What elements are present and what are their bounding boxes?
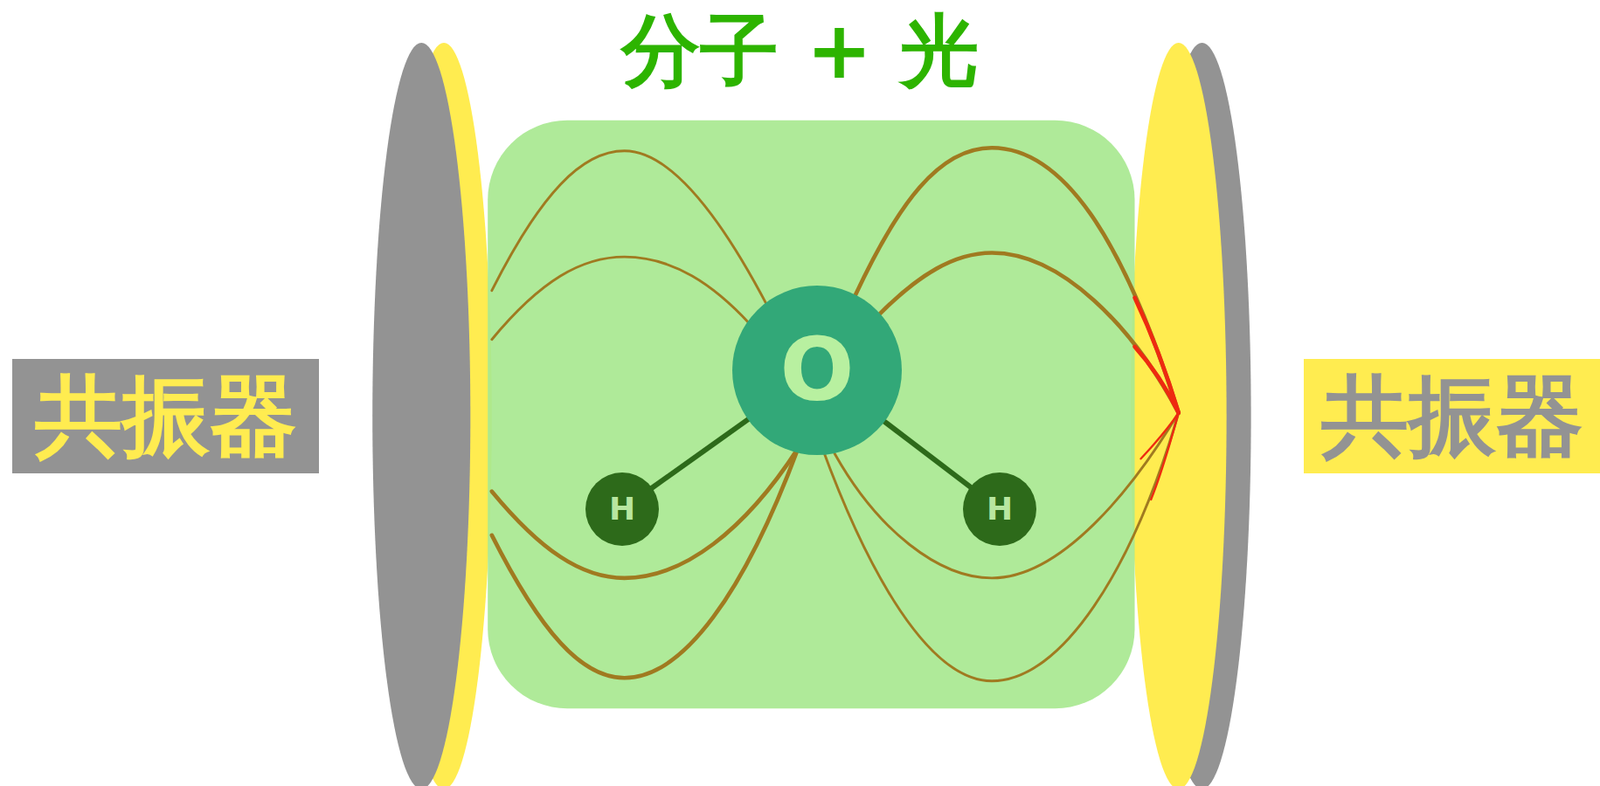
node-label: H: [986, 493, 1013, 526]
bond-line: [883, 421, 973, 489]
node-label: 共振器: [34, 373, 298, 461]
oxygen-atom: O: [732, 285, 902, 456]
wave-highlight: [1135, 297, 1179, 500]
resonator-label: 共振器: [1303, 359, 1600, 474]
chemical-bond: [883, 421, 973, 489]
node-label: H: [609, 493, 636, 526]
hydrogen-atom: H: [585, 472, 659, 547]
resonator-label: 共振器: [12, 359, 319, 474]
hydrogen-atom: H: [962, 472, 1037, 547]
mirror: [372, 42, 471, 786]
node-label: O: [779, 326, 854, 415]
chemical-bond: [651, 418, 750, 490]
field-region: [487, 120, 1135, 710]
diagram-title: 分子 + 光: [0, 6, 1600, 94]
mirror-coating: [1130, 42, 1227, 786]
standing-wave: [491, 147, 1179, 682]
bond-line: [651, 418, 750, 490]
node-label: 共振器: [1321, 373, 1584, 461]
